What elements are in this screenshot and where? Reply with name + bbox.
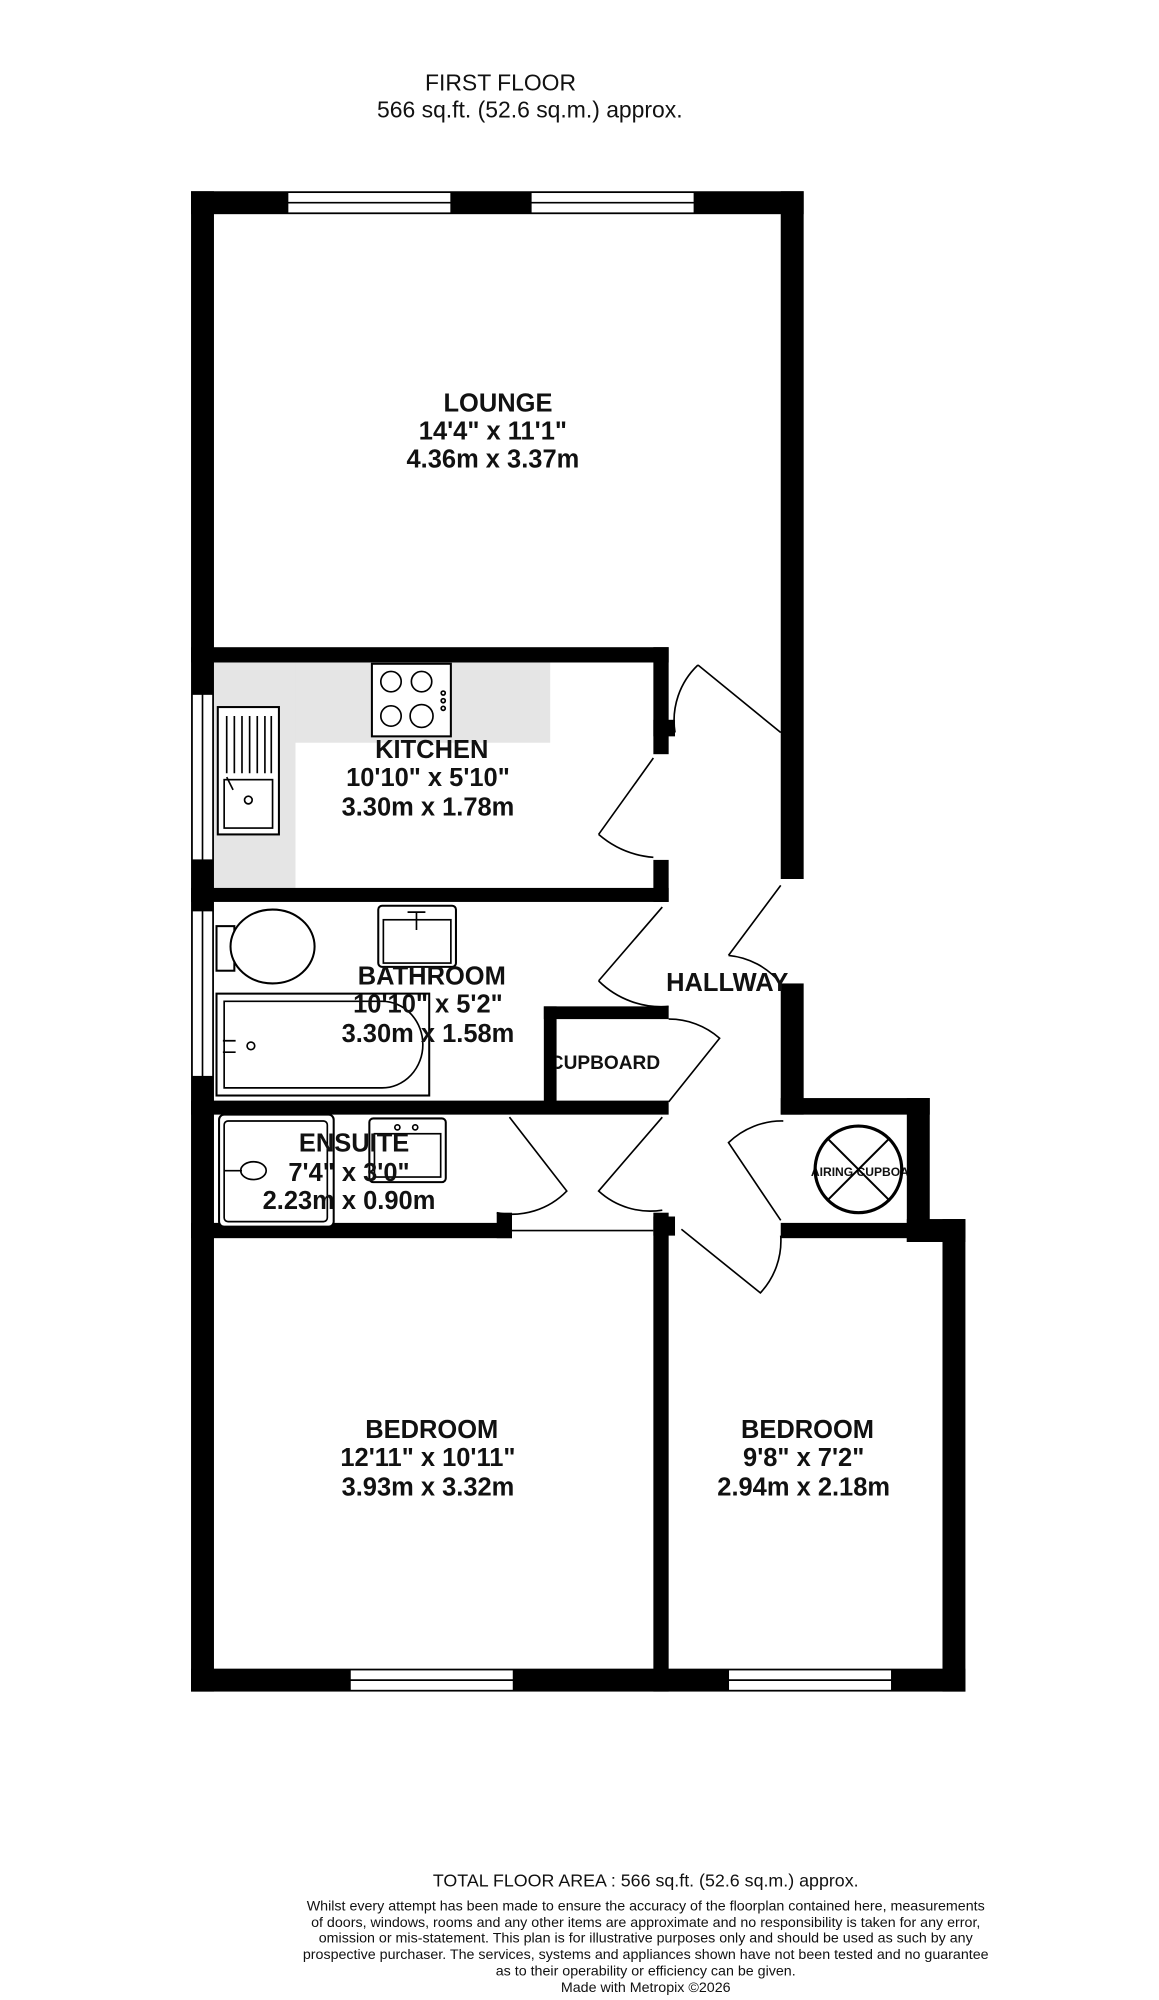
disclaimer-line: prospective purchaser. The services, sys… [303, 1947, 989, 1963]
boiler-icon [813, 1124, 904, 1215]
disclaimer-line: omission or mis-statement. This plan is … [319, 1930, 974, 1946]
room-imperial: 14'4" x 11'1" [419, 418, 567, 446]
room-bedroom-2: BEDROOM 9'8" x 7'2" 2.94m x 2.18m [717, 1416, 890, 1501]
room-metric: 2.23m x 0.90m [263, 1187, 436, 1215]
disclaimer-line: Whilst every attempt has been made to en… [307, 1899, 985, 1915]
room-name: BEDROOM [365, 1416, 498, 1444]
room-metric: 4.36m x 3.37m [407, 446, 580, 474]
kitchen-sink-icon [216, 706, 280, 836]
room-imperial: 10'10" x 5'10" [346, 764, 510, 792]
disclaimer-line: as to their operability or efficiency ca… [496, 1964, 796, 1980]
room-imperial: 7'4" x 3'0" [288, 1159, 409, 1187]
room-imperial: 9'8" x 7'2" [743, 1444, 864, 1472]
floor-area: 566 sq.ft. (52.6 sq.m.) approx. [377, 96, 683, 122]
room-hallway: HALLWAY [666, 969, 788, 997]
basin-icon [377, 904, 457, 968]
room-name: LOUNGE [444, 390, 553, 418]
room-cupboard: CUPBOARD [550, 1053, 660, 1074]
toilet-icon [215, 908, 316, 985]
room-metric: 3.93m x 3.32m [342, 1473, 515, 1501]
total-floor-area: TOTAL FLOOR AREA : 566 sq.ft. (52.6 sq.m… [433, 1870, 859, 1890]
room-metric: 3.30m x 1.58m [342, 1020, 515, 1048]
airing-cupboard-label: AIRING CUPBOARD [811, 1165, 927, 1179]
hob-icon [370, 662, 452, 738]
room-name: ENSUITE [299, 1130, 409, 1158]
ensuite-basin-icon [368, 1117, 447, 1184]
disclaimer: Whilst every attempt has been made to en… [303, 1899, 989, 1980]
shower-icon [218, 1113, 335, 1228]
room-metric: 3.30m x 1.78m [342, 793, 515, 821]
walls [191, 191, 966, 1692]
room-bedroom-1: BEDROOM 12'11" x 10'11" 3.93m x 3.32m [340, 1416, 515, 1501]
windows [191, 192, 893, 1691]
room-kitchen: KITCHEN 10'10" x 5'10" 3.30m x 1.78m [342, 736, 515, 821]
room-metric: 2.94m x 2.18m [717, 1473, 890, 1501]
room-lounge: LOUNGE 14'4" x 11'1" 4.36m x 3.37m [407, 390, 580, 474]
room-ensuite: ENSUITE 7'4" x 3'0" 2.23m x 0.90m [263, 1130, 436, 1215]
floor-name: FIRST FLOOR [425, 70, 576, 96]
room-bathroom: BATHROOM 10'10" x 5'2" 3.30m x 1.58m [342, 963, 515, 1048]
room-name: KITCHEN [375, 736, 488, 764]
room-name: BATHROOM [358, 963, 506, 991]
credit: Made with Metropix ©2026 [561, 1980, 731, 1996]
room-name: BEDROOM [741, 1416, 874, 1444]
room-imperial: 10'10" x 5'2" [353, 991, 503, 1019]
room-imperial: 12'11" x 10'11" [340, 1444, 515, 1472]
disclaimer-line: of doors, windows, rooms and any other i… [311, 1915, 980, 1931]
bath-icon [215, 992, 431, 1097]
doors [496, 664, 784, 1295]
